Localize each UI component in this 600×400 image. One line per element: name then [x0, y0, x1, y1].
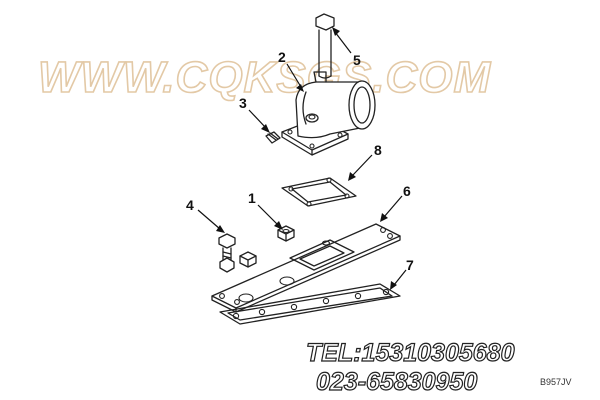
watermark-phone-2: 023-65830950: [316, 368, 477, 396]
part-7-gasket: [219, 283, 401, 325]
part-1-nut: [239, 225, 295, 268]
callout-7: 7: [406, 257, 414, 273]
callout-2: 2: [278, 49, 286, 65]
part-6-cover-plate: [211, 223, 401, 313]
watermark-url: WWW.CQKSGS.COM: [38, 53, 491, 102]
leader-5: [332, 27, 352, 54]
leader-6: [380, 195, 403, 222]
leader-1: [257, 204, 283, 230]
callout-5: 5: [353, 52, 361, 68]
leader-2: [286, 63, 304, 92]
watermark-phone: TEL:15310305680: [306, 339, 515, 367]
part-5-bolt: [315, 13, 335, 79]
callout-3: 3: [239, 95, 247, 111]
callout-8: 8: [374, 142, 382, 158]
part-8-gasket: [281, 177, 357, 207]
leader-3: [248, 109, 270, 133]
part-3-plug: [265, 131, 281, 144]
callout-6: 6: [403, 183, 411, 199]
part-2-elbow-housing: [281, 71, 376, 156]
leader-8: [348, 154, 373, 181]
drawing-code: B957JV: [540, 377, 572, 387]
callout-4: 4: [186, 197, 194, 213]
part-4-stud: [218, 233, 236, 273]
callout-1: 1: [248, 190, 256, 206]
leader-4: [197, 209, 225, 233]
leader-7: [390, 269, 407, 290]
